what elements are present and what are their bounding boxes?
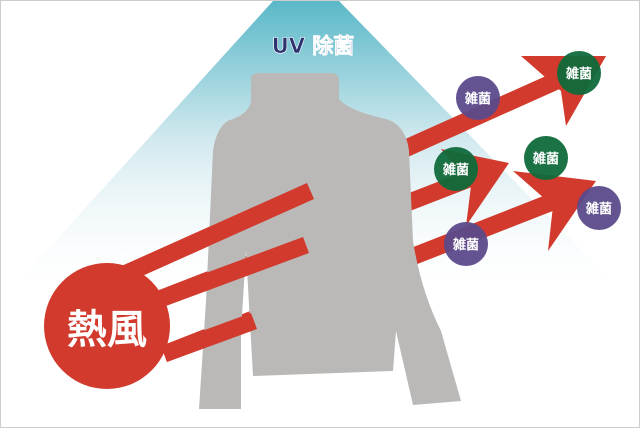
germ-purple: 雑菌 (456, 76, 500, 120)
germ-label: 雑菌 (585, 201, 612, 217)
germ-green: 雑菌 (557, 51, 601, 95)
germ-label: 雑菌 (442, 162, 469, 178)
germ-purple: 雑菌 (577, 186, 621, 230)
hot-air-arrows-front (106, 183, 314, 362)
shirt-silhouette (199, 73, 461, 409)
arrow-3-head (513, 171, 596, 251)
germ-label: 雑菌 (464, 91, 491, 107)
germ-label: 雑菌 (565, 66, 592, 82)
germ-green: 雑菌 (524, 136, 568, 180)
germ-purple: 雑菌 (444, 222, 488, 266)
germ-label: 雑菌 (452, 237, 479, 253)
germ-label: 雑菌 (532, 151, 559, 167)
hot-air-circle: 熱風 (44, 263, 170, 389)
uv-label: UV 除菌 (272, 34, 355, 58)
germ-green: 雑菌 (434, 147, 478, 191)
hot-air-label: 熱風 (67, 307, 147, 353)
